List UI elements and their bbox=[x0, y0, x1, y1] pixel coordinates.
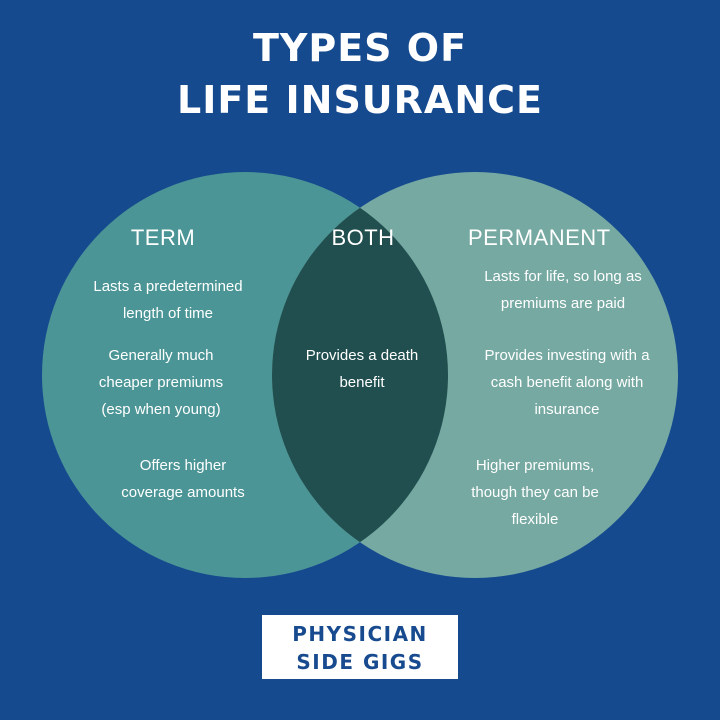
term-point-2: Generally much cheaper premiums (esp whe… bbox=[98, 347, 224, 418]
term-point-1: Lasts a predetermined length of time bbox=[93, 278, 243, 322]
title-line-2: LIFE INSURANCE bbox=[177, 78, 543, 122]
permanent-heading: PERMANENT bbox=[468, 225, 611, 250]
term-heading: TERM bbox=[130, 225, 196, 250]
title-line-1: TYPES OF bbox=[252, 26, 468, 70]
permanent-point-1: Lasts for life, so long as premiums are … bbox=[484, 268, 642, 312]
brand-line-2: SIDE GIGS bbox=[296, 650, 424, 674]
overlap-region bbox=[272, 172, 448, 578]
brand-line-1: PHYSICIAN bbox=[292, 622, 428, 646]
both-heading: BOTH bbox=[331, 225, 395, 250]
permanent-point-2: Provides investing with a cash benefit a… bbox=[484, 347, 650, 418]
permanent-point-3: Higher premiums, though they can be flex… bbox=[471, 457, 599, 528]
brand-logo: PHYSICIAN SIDE GIGS bbox=[262, 615, 458, 679]
term-point-3: Offers higher coverage amounts bbox=[121, 457, 245, 501]
both-point-1: Provides a death benefit bbox=[305, 347, 419, 391]
